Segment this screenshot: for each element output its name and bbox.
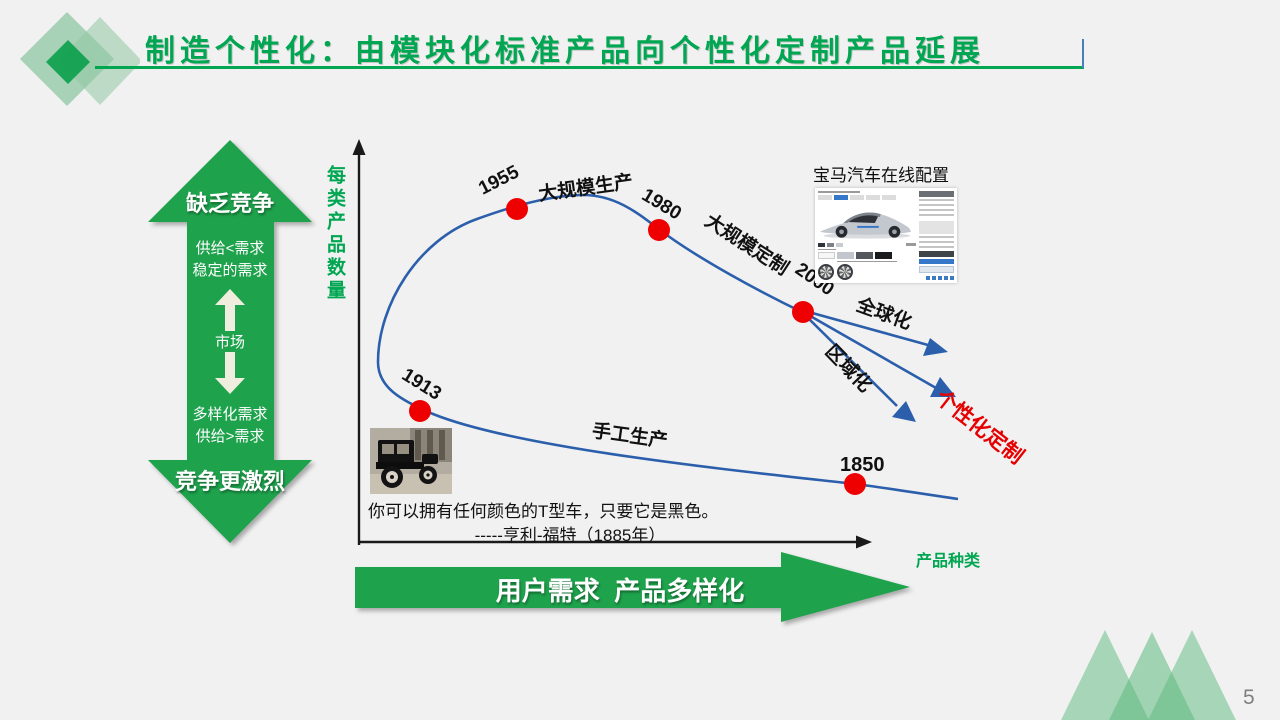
mass-production-label: 大规模生产 [537,171,635,206]
page-title: 制造个性化：由模块化标准产品向个性化定制产品延展 [145,35,985,68]
year-1913-label: 1913 [397,364,445,405]
x-axis-arrowhead-icon [856,535,872,549]
bmw-caption: 宝马汽车在线配置 [813,166,949,185]
up-arrow-icon [215,289,245,331]
bmw-config-tabs [818,194,916,200]
diverse-demand-label: 多样化需求 [192,406,268,423]
bmw-configurator-screenshot [815,188,957,283]
year-1955-label: 1955 [475,161,523,200]
globalization-arrowhead-icon [923,338,948,356]
bmw-car-image [818,202,916,242]
lack-of-competition-label: 缺乏竞争 [185,191,274,216]
x-axis-label: 产品种类 [916,553,981,570]
bmw-config-main [818,191,916,280]
bmw-swatch-caption-bar [837,261,897,262]
title-underline [95,66,1084,69]
corner-triangles-decoration [1061,630,1236,720]
title-caret-mark [1082,39,1084,68]
diamond-logo-icon [20,12,140,106]
bmw-paint-swatches [818,252,916,259]
dot-1980 [648,219,670,241]
user-demand-arrow-shape [355,552,910,622]
regionalization-label: 区域化 [820,341,876,397]
ford-quote-attribution: -----亨利-福特（1885年） [474,526,666,545]
ford-model-t-photo [370,428,452,494]
bmw-mini-swatches [818,242,916,247]
double-arrow-shape [148,140,312,543]
craft-production-label: 手工生产 [590,420,669,453]
dot-1913 [409,400,431,422]
bmw-config-sidebar [919,191,954,281]
mass-customization-label: 大规模定制 [700,210,792,280]
bmw-wheel-options [818,264,916,280]
down-arrow-icon [215,352,245,394]
y-axis-arrowhead-icon [352,139,366,155]
market-label: 市场 [214,334,245,351]
year-1850-label: 1850 [840,454,885,476]
regionalization-arrowhead-icon [892,401,916,422]
stable-demand-label: 稳定的需求 [192,262,268,279]
bmw-config-title-bar [818,191,860,193]
user-demand-label: 用户需求 产品多样化 [495,576,745,606]
supply-gt-demand-label: 供给>需求 [195,428,265,445]
dot-1955 [506,198,528,220]
page-number: 5 [1243,686,1255,709]
dot-2000 [792,301,814,323]
bmw-metallic-label-bar [818,248,836,250]
supply-lt-demand-label: 供给<需求 [195,240,265,257]
ford-quote-line1: 你可以拥有任何颜色的T型车，只要它是黑色。 [368,502,719,521]
year-1980-label: 1980 [637,184,685,225]
y-axis-label: 每类产品数量 [324,165,345,303]
intense-competition-label: 竞争更激烈 [174,469,285,494]
globalization-label: 全球化 [853,294,915,334]
personalized-customization-label: 个性化定制 [930,385,1028,469]
